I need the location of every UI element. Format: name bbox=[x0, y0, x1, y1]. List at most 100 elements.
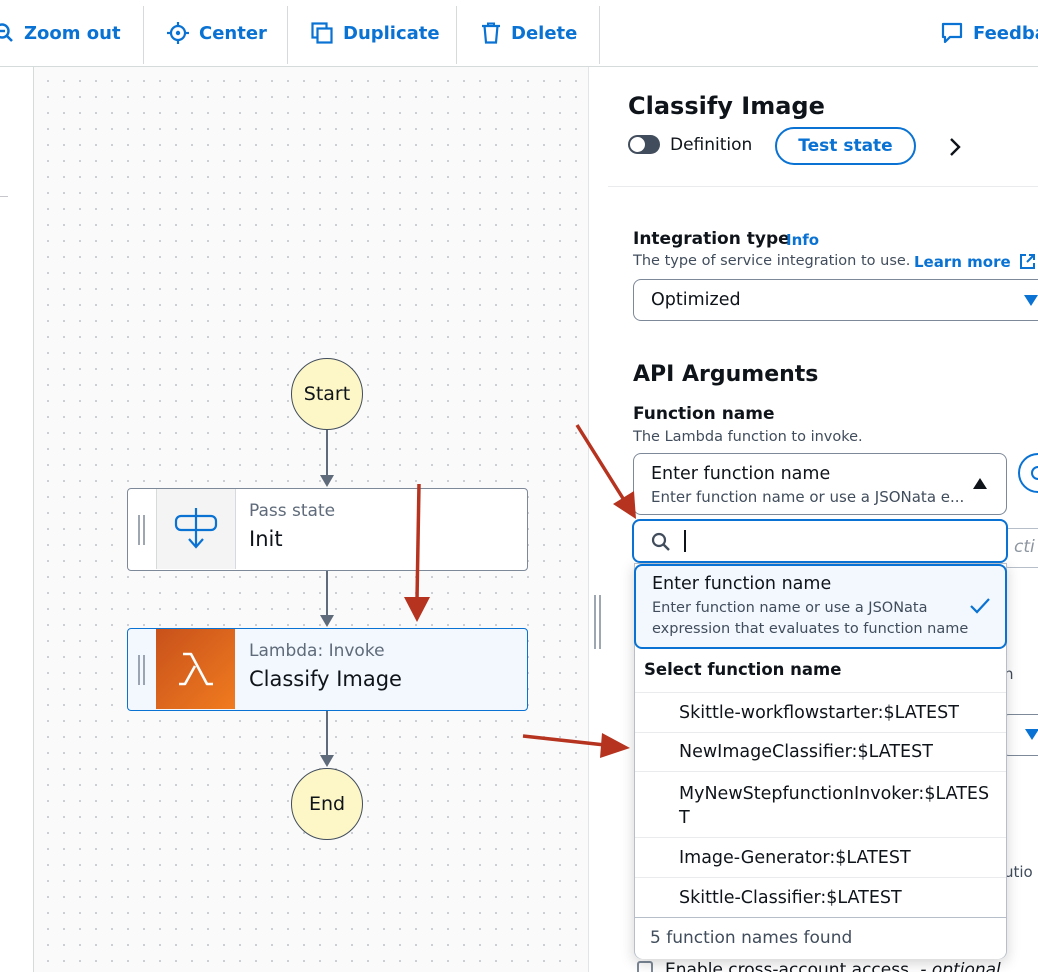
resize-handle-icon bbox=[594, 595, 601, 649]
function-name-select[interactable]: Enter function name Enter function name … bbox=[633, 453, 1007, 515]
state-node-classify-image[interactable]: Lambda: Invoke Classify Image bbox=[127, 628, 528, 711]
selected-option-title: Enter function name bbox=[652, 574, 832, 594]
end-node[interactable]: End bbox=[291, 768, 363, 840]
delete-button[interactable]: Delete bbox=[481, 0, 577, 66]
center-label: Center bbox=[199, 22, 267, 44]
learn-more-link[interactable]: Learn more bbox=[914, 253, 1036, 271]
integration-info-link[interactable]: Info bbox=[786, 231, 820, 249]
pass-state-icon-box bbox=[156, 489, 236, 569]
trash-icon bbox=[482, 22, 500, 44]
integration-type-description: The type of service integration to use. bbox=[633, 253, 911, 269]
integration-type-select[interactable]: Optimized bbox=[633, 279, 1038, 321]
cross-account-optional: - optional bbox=[920, 960, 1001, 972]
toolbar-divider bbox=[143, 6, 144, 64]
toolbar-divider bbox=[287, 6, 288, 64]
dropdown-option[interactable]: Skittle-workflowstarter:$LATEST bbox=[635, 692, 1006, 732]
option-label: NewImageClassifier:$LATEST bbox=[679, 742, 933, 762]
arrowhead-icon bbox=[320, 615, 334, 627]
edge-init-classify bbox=[326, 570, 328, 618]
dropdown-option[interactable]: Skittle-Classifier:$LATEST bbox=[635, 877, 1006, 917]
cross-account-label-text: Enable cross-account access bbox=[665, 960, 909, 972]
duplicate-label: Duplicate bbox=[343, 22, 440, 44]
duplicate-button[interactable]: Duplicate bbox=[311, 0, 440, 66]
toolbar-divider bbox=[599, 6, 600, 64]
definition-toggle-label: Definition bbox=[670, 135, 753, 155]
option-label: Skittle-workflowstarter:$LATEST bbox=[679, 703, 959, 723]
option-label: Image-Generator:$LATEST bbox=[679, 848, 911, 868]
lambda-icon bbox=[178, 652, 213, 686]
zoom-out-button[interactable]: Zoom out bbox=[0, 0, 121, 66]
text-cursor bbox=[684, 530, 686, 552]
node-type-label: Pass state bbox=[249, 501, 336, 521]
edge-classify-end bbox=[326, 710, 328, 758]
node-type-label: Lambda: Invoke bbox=[249, 641, 385, 661]
zoom-out-icon bbox=[0, 23, 13, 42]
option-label: Skittle-Classifier:$LATEST bbox=[679, 888, 902, 908]
caret-down-icon bbox=[1024, 295, 1038, 306]
chevron-right-icon[interactable] bbox=[948, 137, 962, 157]
canvas-toolbar: Zoom out Center Duplicate Delete bbox=[0, 0, 1038, 67]
function-name-select-primary: Enter function name bbox=[651, 464, 831, 484]
option-group-label: Select function name bbox=[644, 660, 842, 679]
hidden-input-placeholder-fragment: cti bbox=[1014, 537, 1035, 557]
left-panel-divider bbox=[0, 196, 8, 197]
center-button[interactable]: Center bbox=[167, 0, 267, 66]
dropdown-option[interactable]: Image-Generator:$LATEST bbox=[635, 837, 1006, 877]
left-side-panel bbox=[0, 67, 34, 972]
drag-handle[interactable] bbox=[128, 629, 156, 710]
hidden-text-fragment: utio bbox=[1004, 863, 1033, 881]
function-search-input[interactable] bbox=[632, 519, 1008, 563]
cross-account-checkbox[interactable] bbox=[637, 961, 653, 972]
start-label: Start bbox=[303, 383, 351, 405]
definition-toggle[interactable] bbox=[628, 135, 660, 154]
drag-handle[interactable] bbox=[128, 489, 156, 570]
node-name-label: Init bbox=[249, 527, 283, 551]
panel-title: Classify Image bbox=[628, 92, 825, 120]
state-node-init[interactable]: Pass state Init bbox=[127, 488, 528, 571]
arrowhead-icon bbox=[320, 475, 334, 487]
cross-account-label: Enable cross-account access - optional bbox=[665, 960, 1001, 972]
function-name-label: Function name bbox=[633, 404, 775, 424]
selected-option-description-2: expression that evaluates to function na… bbox=[652, 621, 969, 637]
feedback-icon bbox=[941, 22, 963, 44]
dropdown-option[interactable]: NewImageClassifier:$LATEST bbox=[635, 732, 1006, 771]
drag-handle-icon bbox=[138, 514, 145, 545]
drag-handle-icon bbox=[138, 654, 145, 685]
delete-label: Delete bbox=[511, 22, 578, 44]
integration-type-value: Optimized bbox=[651, 290, 741, 310]
panel-resize-divider[interactable] bbox=[588, 67, 609, 972]
dropdown-option-selected[interactable]: Enter function name Enter function name … bbox=[634, 564, 1007, 649]
integration-type-label: Integration type bbox=[633, 229, 790, 249]
end-label: End bbox=[308, 793, 346, 815]
zoom-out-label: Zoom out bbox=[24, 22, 121, 44]
toggle-knob bbox=[630, 137, 645, 152]
center-icon bbox=[167, 22, 189, 44]
test-state-label: Test state bbox=[798, 136, 893, 156]
toolbar-divider bbox=[456, 6, 457, 64]
function-name-select-secondary: Enter function name or use a JSONata e..… bbox=[651, 488, 965, 506]
dropdown-option[interactable]: MyNewStepfunctionInvoker:$LATES T bbox=[635, 771, 1006, 837]
search-icon bbox=[651, 532, 670, 551]
external-link-icon bbox=[1019, 254, 1035, 269]
feedback-label: Feedba bbox=[973, 22, 1038, 44]
hidden-text-fragment: n bbox=[1004, 665, 1014, 683]
function-name-dropdown: Enter function name Enter function name … bbox=[634, 563, 1007, 959]
selected-option-description-1: Enter function name or use a JSONata bbox=[652, 600, 928, 616]
learn-more-label: Learn more bbox=[914, 253, 1011, 271]
arrowhead-icon bbox=[320, 755, 334, 767]
refresh-icon bbox=[1031, 466, 1038, 480]
test-state-button[interactable]: Test state bbox=[775, 127, 916, 165]
option-label: MyNewStepfunctionInvoker:$LATES bbox=[679, 784, 990, 804]
panel-header: Classify Image Definition Test state bbox=[608, 67, 1038, 187]
caret-up-icon bbox=[973, 478, 987, 489]
dropdown-footer: 5 function names found bbox=[635, 917, 1006, 959]
api-arguments-heading: API Arguments bbox=[633, 362, 819, 387]
feedback-button[interactable]: Feedba bbox=[941, 0, 1038, 66]
checkmark-icon bbox=[970, 598, 990, 614]
start-node[interactable]: Start bbox=[291, 358, 363, 430]
option-label-wrap: T bbox=[679, 808, 690, 828]
refresh-button[interactable] bbox=[1018, 453, 1038, 493]
duplicate-icon bbox=[311, 22, 333, 44]
pass-state-icon bbox=[174, 508, 218, 549]
function-name-description: The Lambda function to invoke. bbox=[633, 429, 863, 445]
